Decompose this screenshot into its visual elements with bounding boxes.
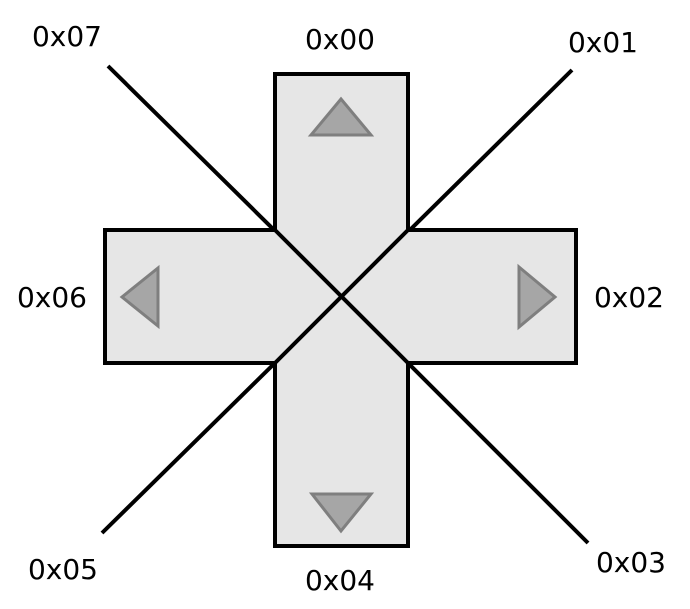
label-down: 0x04	[305, 564, 375, 597]
label-up-left: 0x07	[32, 20, 102, 53]
triangle-right-icon[interactable]	[517, 263, 558, 331]
label-right: 0x02	[594, 281, 664, 314]
triangle-left-icon[interactable]	[119, 264, 160, 330]
label-up: 0x00	[305, 23, 375, 56]
dpad-cross	[103, 72, 578, 548]
label-up-right: 0x01	[568, 26, 638, 59]
label-down-left: 0x05	[28, 553, 98, 586]
label-down-right: 0x03	[596, 546, 666, 579]
triangle-up-icon[interactable]	[307, 96, 375, 137]
label-left: 0x06	[17, 281, 87, 314]
triangle-down-icon[interactable]	[308, 492, 375, 534]
diagonal-center-b	[273, 228, 410, 365]
